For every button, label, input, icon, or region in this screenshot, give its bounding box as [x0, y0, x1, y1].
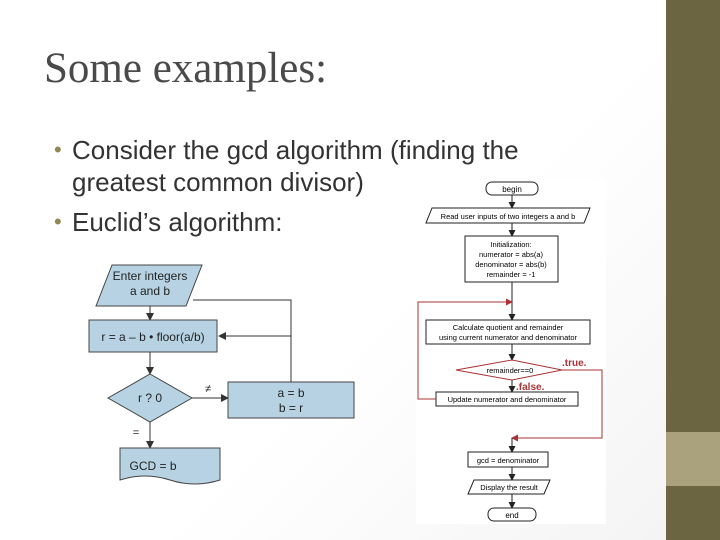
- left-flowchart: Enter integers a and b r = a – b • floor…: [88, 264, 355, 485]
- compute-label: r = a – b • floor(a/b): [101, 330, 204, 344]
- decision-label: r ? 0: [138, 391, 162, 405]
- bullet-1-cont: greatest common divisor): [72, 167, 364, 197]
- init-line-4: remainder = -1: [487, 270, 536, 279]
- input-parallelogram: [95, 264, 203, 307]
- sidebar-decoration: [666, 0, 720, 540]
- compute-box: [88, 319, 218, 353]
- false-label: .false.: [516, 382, 545, 393]
- begin-label: begin: [502, 185, 522, 194]
- bullet-1: • Consider the gcd algorithm (finding th…: [54, 134, 519, 198]
- output-label: GCD = b: [129, 459, 176, 473]
- calc-box: [425, 319, 591, 345]
- slide-title: Some examples:: [44, 45, 328, 92]
- read-parallelogram: [425, 207, 591, 224]
- decision-label: remainder==0: [487, 366, 534, 375]
- calc-line-1: Calculate quotient and remainder: [453, 323, 564, 332]
- init-line-3: denominator = abs(b): [475, 260, 547, 269]
- gcd-label: gcd = denominator: [477, 456, 540, 465]
- eq-label: =: [133, 427, 139, 439]
- bullet-1-text: Consider the gcd algorithm (finding the: [72, 135, 519, 165]
- assign-line-2: b = r: [279, 401, 303, 415]
- assign-line-1: a = b: [277, 386, 304, 400]
- display-label: Display the result: [480, 483, 538, 492]
- input-line-1: Enter integers: [113, 269, 188, 283]
- update-label: Update numerator and denominator: [448, 395, 567, 404]
- calc-line-2: using current numerator and denominator: [439, 333, 577, 342]
- bullet-list: • Consider the gcd algorithm (finding th…: [54, 134, 519, 238]
- gcd-box: [467, 451, 549, 468]
- true-label: .true.: [562, 358, 587, 369]
- right-flowchart: begin Read user inputs of two integers a…: [416, 180, 606, 524]
- init-box: [464, 235, 559, 283]
- end-terminal: [487, 507, 537, 522]
- bullet-2: • Euclid’s algorithm:: [54, 206, 519, 238]
- sidebar-band: [666, 432, 720, 486]
- init-line-1: Initialization:: [490, 240, 531, 249]
- bullet-2-text: Euclid’s algorithm:: [72, 207, 283, 237]
- output-document: [119, 447, 221, 485]
- init-line-2: numerator = abs(a): [479, 250, 543, 259]
- end-label: end: [505, 511, 518, 520]
- display-parallelogram: [467, 479, 551, 495]
- bullet-dot-icon: •: [54, 137, 62, 162]
- neq-label: ≠: [205, 383, 211, 395]
- read-label: Read user inputs of two integers a and b: [441, 212, 576, 221]
- input-line-2: a and b: [130, 284, 170, 298]
- bullet-dot-icon: •: [54, 209, 62, 234]
